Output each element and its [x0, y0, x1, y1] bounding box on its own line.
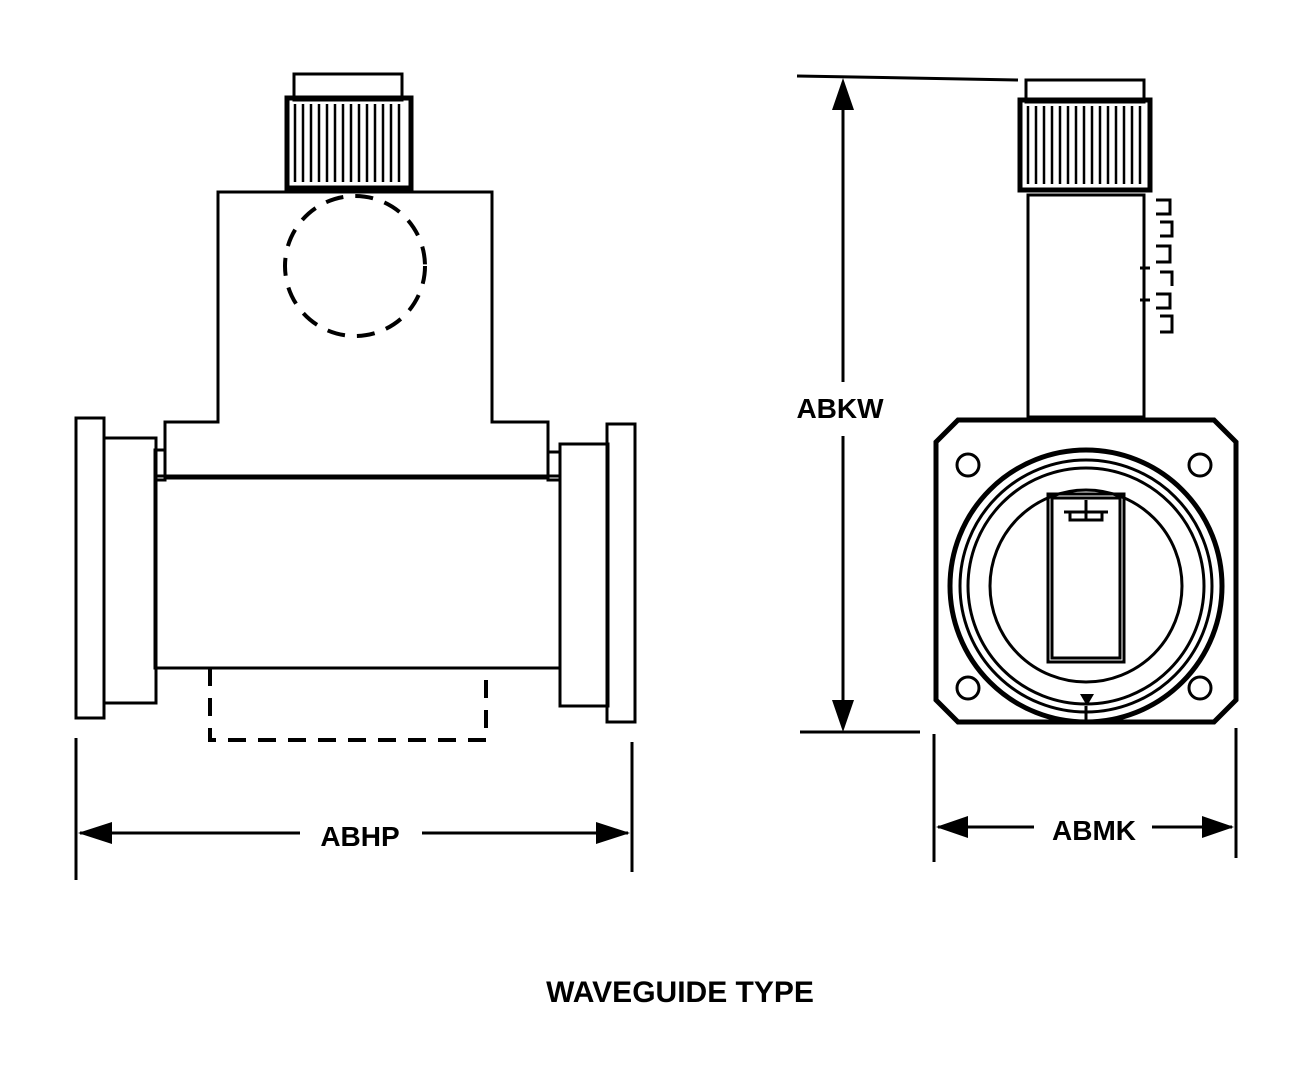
side-view-left-flange — [74, 416, 167, 720]
bolt-hole — [1187, 675, 1213, 701]
dimension-abmk: ABMK — [932, 728, 1238, 862]
dimension-abkw: ABKW — [796, 74, 1019, 734]
end-view-knob — [1017, 78, 1153, 193]
end-view: ABKW ABMK — [796, 74, 1239, 862]
bolt-hole — [955, 452, 981, 478]
dimension-label-abhp: ABHP — [320, 821, 399, 852]
side-view-body — [153, 474, 562, 670]
bolt-hole — [1187, 452, 1213, 478]
dimension-label-abkw: ABKW — [796, 393, 884, 424]
end-view-rings — [947, 447, 1225, 725]
end-view-flange — [933, 417, 1239, 725]
side-view-hidden-base — [208, 668, 488, 742]
bolt-hole — [955, 675, 981, 701]
dimension-abhp: ABHP — [74, 738, 634, 880]
side-view: ABHP — [74, 72, 637, 880]
figure-caption: WAVEGUIDE TYPE — [546, 976, 814, 1009]
side-view-hidden-circle — [283, 194, 427, 338]
side-view-right-flange — [546, 422, 637, 724]
end-view-opening — [1046, 492, 1126, 664]
side-view-knob — [284, 72, 414, 191]
side-view-housing — [163, 190, 550, 480]
end-view-stem — [1026, 193, 1174, 419]
dimension-label-abmk: ABMK — [1052, 815, 1136, 846]
